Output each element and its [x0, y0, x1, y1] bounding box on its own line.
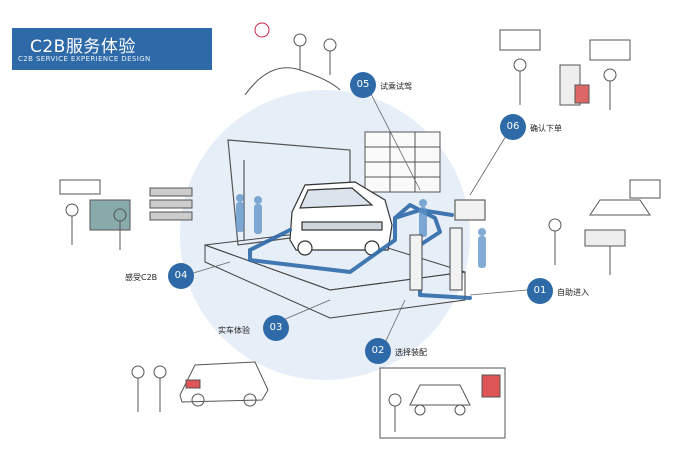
sketch-bottom-right [379, 367, 506, 439]
step-node-05: 05 [350, 72, 376, 98]
sketch-left [59, 179, 193, 250]
platform [204, 229, 466, 319]
diagram-subtitle: C2B SERVICE EXPERIENCE DESIGN [18, 55, 151, 63]
step-node-01: 01 [527, 278, 553, 304]
step-label-01: 自助进入 [557, 288, 589, 297]
sketch-top-center [244, 22, 341, 96]
sketch-right [548, 179, 661, 275]
title-box [12, 28, 212, 70]
leader-lines [189, 87, 528, 348]
sketch-top-right [499, 29, 631, 110]
step-label-05: 试乘试驾 [380, 82, 412, 91]
step-node-03: 03 [263, 315, 289, 341]
step-label-02: 选择装配 [395, 348, 427, 357]
step-node-06: 06 [500, 114, 526, 140]
step-label-04: 感受C2B [125, 273, 158, 282]
diagram-title: C2B服务体验 [30, 37, 136, 57]
car-illustration [289, 181, 393, 256]
sketch-bottom-left [131, 361, 269, 412]
step-node-02: 02 [365, 338, 391, 364]
step-node-04: 04 [168, 263, 194, 289]
people-silhouettes [236, 194, 486, 268]
step-label-06: 确认下单 [530, 124, 562, 133]
kiosk-pillars [409, 199, 486, 291]
garage-door [364, 131, 441, 193]
step-label-03: 实车体验 [218, 326, 250, 335]
